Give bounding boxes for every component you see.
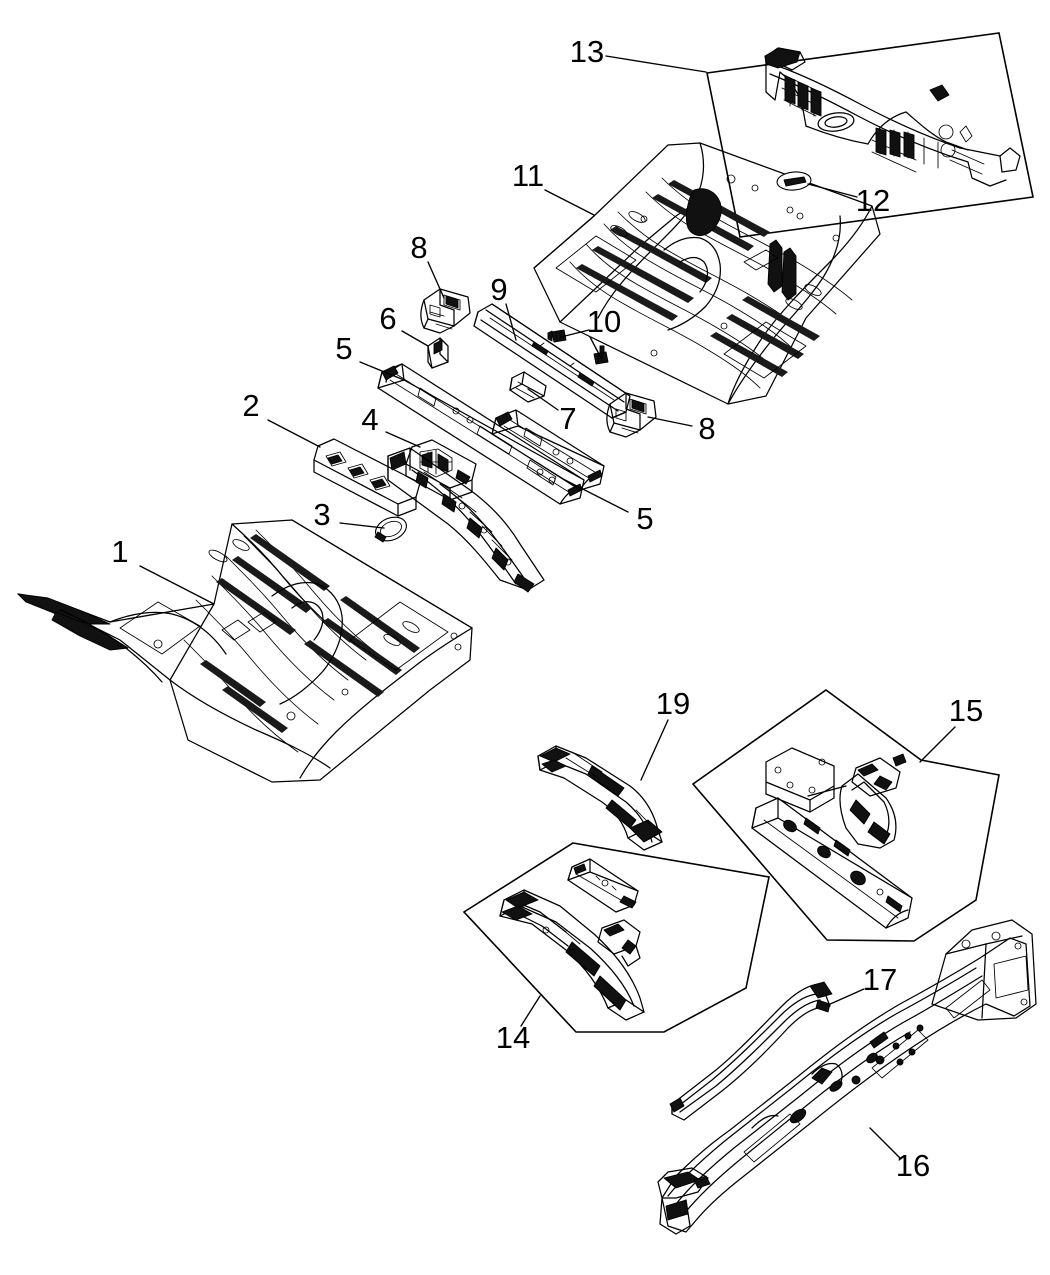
part-5-seat-crossmember-right bbox=[491, 409, 605, 491]
callout-floor-pan-plug: 3 bbox=[313, 497, 385, 532]
part-1-front-floor-pan bbox=[17, 519, 473, 783]
leader-line-sill-reinforcement-clip bbox=[527, 388, 559, 411]
callout-seat-crossmember-left: 5 bbox=[335, 331, 405, 381]
part-12-floor-pan-grommet bbox=[776, 171, 812, 191]
callout-rocker-panel-inner: 17 bbox=[827, 962, 897, 1006]
leader-line-front-floor-pan bbox=[139, 565, 215, 605]
callout-number-17: 17 bbox=[863, 962, 897, 997]
callout-number-6: 6 bbox=[379, 301, 396, 336]
callout-retainer-clips: 10 bbox=[560, 304, 621, 359]
callout-number-13: 13 bbox=[570, 34, 604, 69]
part-8-rail-end-cap-lower bbox=[606, 392, 657, 438]
callout-number-15: 15 bbox=[949, 693, 983, 728]
part-2-front-crossmember-reinforcement bbox=[313, 438, 421, 517]
leader-line-floor-pan-plug bbox=[339, 522, 385, 529]
part-14-front-rail-assembly-left bbox=[462, 842, 770, 1033]
leader-line-retainer-clips bbox=[560, 329, 602, 359]
callout-front-floor-pan: 1 bbox=[111, 534, 215, 605]
part-tunnel-rail bbox=[387, 447, 545, 593]
callout-rear-floor-pan: 11 bbox=[512, 158, 595, 216]
callout-number-12: 12 bbox=[856, 183, 890, 218]
part-7-sill-reinforcement-clip bbox=[509, 371, 547, 403]
callout-number-14: 14 bbox=[496, 1020, 530, 1055]
callout-seat-crossmember-right: 5 bbox=[564, 479, 654, 536]
part-6-gusset-bracket bbox=[427, 337, 449, 369]
part-3-floor-pan-plug bbox=[374, 516, 407, 543]
callout-number-16: 16 bbox=[896, 1148, 930, 1183]
callout-front-crossmember-reinforcement: 2 bbox=[242, 388, 321, 448]
callout-side-sill-rail: 9 bbox=[490, 272, 517, 341]
leader-line-rocker-panel-inner bbox=[827, 988, 865, 1006]
leader-line-gusset-bracket bbox=[401, 330, 429, 347]
callout-number-3: 3 bbox=[313, 497, 330, 532]
callout-rear-crossmember-panel: 13 bbox=[570, 34, 707, 73]
leader-line-front-crossmember-reinforcement bbox=[267, 419, 321, 448]
leader-line-front-rail-assembly-right bbox=[919, 726, 956, 763]
part-16-rocker-panel-outer bbox=[657, 919, 1037, 1235]
part-8-rail-end-cap-upper bbox=[420, 288, 471, 334]
callout-seat-mount-bracket: 4 bbox=[361, 402, 421, 448]
leader-line-side-sill-rail bbox=[505, 303, 517, 341]
part-5-seat-crossmember-left bbox=[377, 363, 585, 505]
callout-number-1: 1 bbox=[111, 534, 128, 569]
callout-number-5b: 5 bbox=[636, 501, 653, 536]
part-11-rear-floor-pan bbox=[533, 142, 881, 405]
callout-number-7: 7 bbox=[559, 401, 576, 436]
leader-line-front-rail-assembly-left bbox=[520, 995, 541, 1027]
callout-rail-end-cap-lower: 8 bbox=[647, 411, 716, 446]
leader-line-seat-mount-bracket bbox=[385, 431, 421, 448]
leader-line-rail-end-cap-upper bbox=[427, 261, 445, 299]
callout-front-rail-assembly-right: 15 bbox=[919, 693, 983, 763]
callout-rail-end-cap-upper: 8 bbox=[410, 230, 445, 299]
callout-floor-pan-grommet: 12 bbox=[807, 183, 890, 218]
leader-line-rail-end-cap-lower bbox=[647, 416, 693, 427]
part-17-rocker-panel-inner bbox=[669, 981, 833, 1121]
leader-line-rear-crossmember-bar bbox=[640, 719, 669, 781]
callout-number-19: 19 bbox=[656, 686, 690, 721]
leader-line-rear-crossmember-panel bbox=[605, 55, 707, 73]
part-19-rear-crossmember-bar bbox=[537, 745, 663, 851]
callout-sill-reinforcement-clip: 7 bbox=[527, 388, 577, 436]
callout-number-8b: 8 bbox=[698, 411, 715, 446]
callout-front-rail-assembly-left: 14 bbox=[496, 995, 541, 1055]
callout-number-8: 8 bbox=[410, 230, 427, 265]
callout-number-4: 4 bbox=[361, 402, 378, 437]
leader-line-seat-crossmember-right bbox=[564, 479, 629, 513]
callout-number-5: 5 bbox=[335, 331, 352, 366]
leader-line-rocker-panel-outer bbox=[869, 1127, 901, 1159]
leader-line-seat-crossmember-left bbox=[359, 361, 405, 381]
callout-gusset-bracket: 6 bbox=[379, 301, 429, 347]
callout-number-9: 9 bbox=[490, 272, 507, 307]
leader-line-rear-floor-pan bbox=[544, 189, 595, 216]
callout-number-11: 11 bbox=[512, 158, 544, 193]
callout-number-10: 10 bbox=[587, 304, 621, 339]
part-15-front-rail-assembly-right bbox=[691, 689, 1000, 942]
callout-rocker-panel-outer: 16 bbox=[869, 1127, 930, 1183]
callout-number-2: 2 bbox=[242, 388, 259, 423]
leader-line-floor-pan-grommet bbox=[807, 183, 858, 198]
callout-rear-crossmember-bar: 19 bbox=[640, 686, 690, 781]
